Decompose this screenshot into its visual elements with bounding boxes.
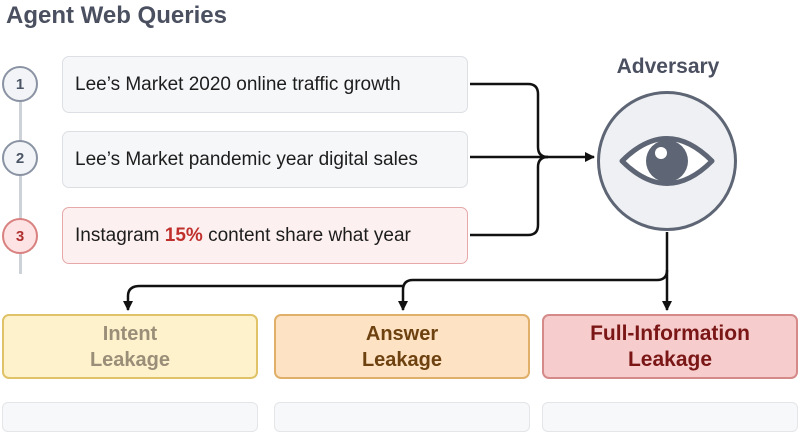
query-text-3-highlight: 15% xyxy=(164,224,203,246)
intent-leakage-line2: Leakage xyxy=(89,348,171,371)
lower-panel-answer xyxy=(274,402,530,432)
full-leakage-line1: Full-Information xyxy=(590,321,750,345)
adversary-label: Adversary xyxy=(616,55,720,78)
step-number-3: 3 xyxy=(2,218,38,254)
answer-leakage-line2: Leakage xyxy=(361,348,443,371)
query-text-3-before: Instagram xyxy=(75,224,165,246)
answer-leakage-box: Answer Leakage xyxy=(274,314,530,379)
query-text-3-after: content share what year xyxy=(202,224,411,246)
adversary-circle xyxy=(597,91,737,231)
arrow-to-answer xyxy=(398,269,669,311)
full-information-leakage-box: Full-Information Leakage xyxy=(542,314,798,379)
intent-leakage-line1: Intent xyxy=(102,322,158,345)
query-text-1: Lee’s Market 2020 online traffic growth xyxy=(75,73,401,95)
query-box-2: Lee’s Market pandemic year digital sales xyxy=(62,131,468,188)
page-title: Agent Web Queries xyxy=(6,2,227,29)
full-leakage-line2: Leakage xyxy=(627,347,713,371)
query-box-1: Lee’s Market 2020 online traffic growth xyxy=(62,56,468,113)
arrow-query-3 xyxy=(470,155,549,237)
intent-leakage-box: Intent Leakage xyxy=(2,314,258,379)
lower-panel-full xyxy=(542,402,798,432)
query-text-2: Lee’s Market pandemic year digital sales xyxy=(75,148,418,170)
timeline-line xyxy=(19,84,22,274)
answer-leakage-line1: Answer xyxy=(365,322,439,345)
arrow-query-1 xyxy=(470,82,549,159)
arrow-to-intent xyxy=(123,284,404,311)
query-box-3: Instagram 15% content share what year xyxy=(62,207,468,264)
step-number-2: 2 xyxy=(2,140,38,176)
step-number-1: 1 xyxy=(2,66,38,102)
eye-icon xyxy=(619,136,715,186)
connector-arrows xyxy=(123,82,672,311)
lower-panel-intent xyxy=(2,402,258,432)
